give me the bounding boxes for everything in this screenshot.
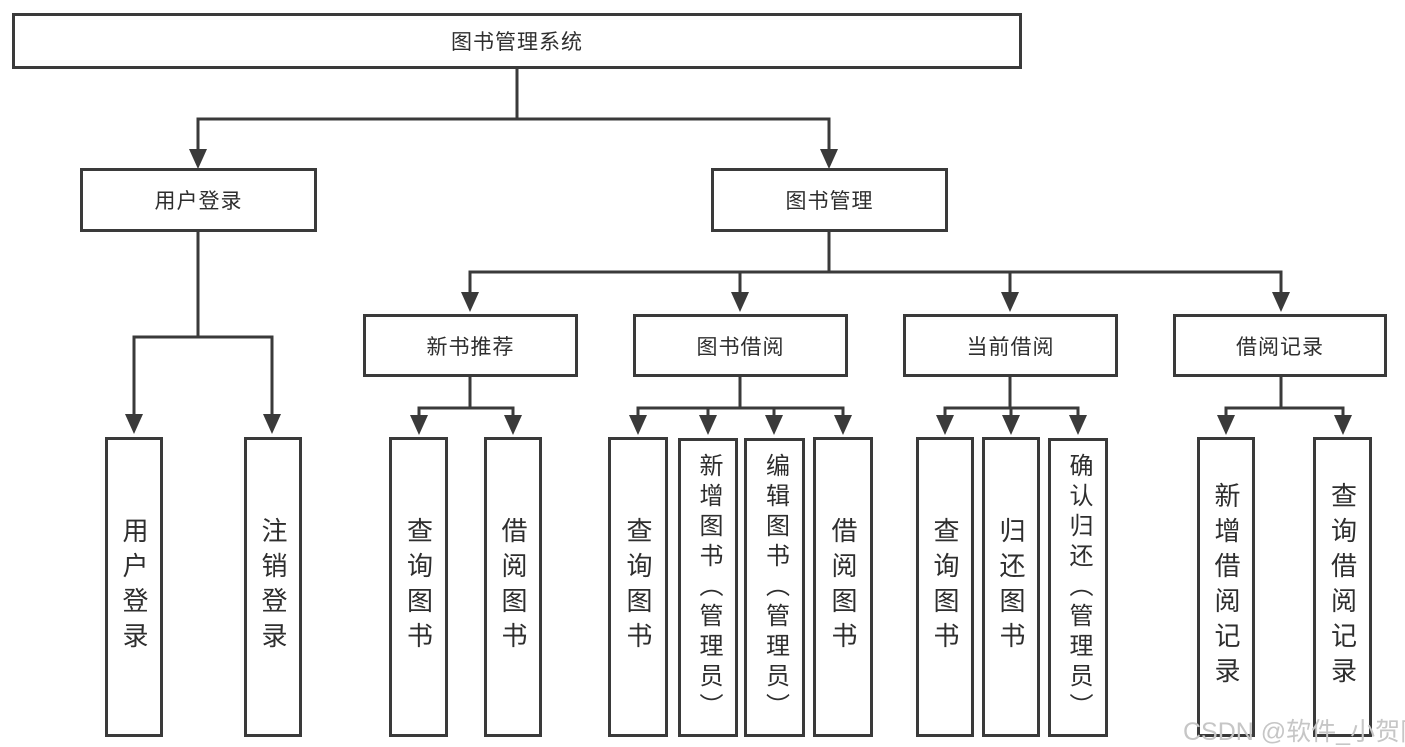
leaf-cb-query-book-label: 查询图书 bbox=[930, 517, 960, 657]
leaf-bb-edit-book-admin-label: 编辑图书（管理员） bbox=[761, 452, 789, 723]
leaf-user-login-label: 用户登录 bbox=[119, 517, 149, 657]
node-book-borrowing: 图书借阅 bbox=[633, 314, 848, 377]
node-book-management-label: 图书管理 bbox=[785, 190, 874, 213]
leaf-nbr-borrow-book: 借阅图书 bbox=[484, 437, 542, 737]
leaf-cb-confirm-return-admin: 确认归还（管理员） bbox=[1048, 438, 1108, 737]
leaf-logout: 注销登录 bbox=[244, 437, 302, 737]
node-root: 图书管理系统 bbox=[12, 13, 1022, 69]
connector-book-borrow bbox=[629, 375, 852, 435]
leaf-cb-return-book-label: 归还图书 bbox=[996, 517, 1026, 657]
leaf-nbr-query-book: 查询图书 bbox=[389, 437, 448, 737]
leaf-cb-confirm-return-admin-label: 确认归还（管理员） bbox=[1065, 452, 1092, 723]
node-new-book-recommendation: 新书推荐 bbox=[363, 314, 578, 377]
connector-book-mgmt bbox=[461, 230, 1290, 312]
node-book-borrowing-label: 图书借阅 bbox=[696, 335, 785, 359]
leaf-nbr-borrow-book-label: 借阅图书 bbox=[498, 517, 528, 657]
connector-current-borrow bbox=[936, 375, 1087, 435]
node-book-management: 图书管理 bbox=[711, 168, 948, 232]
node-borrowing-records: 借阅记录 bbox=[1173, 314, 1387, 377]
leaf-br-query-record-label: 查询借阅记录 bbox=[1327, 482, 1358, 692]
leaf-cb-query-book: 查询图书 bbox=[916, 437, 974, 737]
leaf-cb-return-book: 归还图书 bbox=[982, 437, 1040, 737]
node-current-borrowing: 当前借阅 bbox=[903, 314, 1118, 377]
node-borrowing-records-label: 借阅记录 bbox=[1236, 335, 1324, 359]
leaf-br-add-record-label: 新增借阅记录 bbox=[1211, 482, 1241, 692]
connector-user-login bbox=[125, 230, 281, 434]
leaf-bb-borrow-book-label: 借阅图书 bbox=[828, 517, 858, 657]
leaf-bb-query-book-label: 查询图书 bbox=[623, 517, 653, 657]
node-new-book-recommendation-label: 新书推荐 bbox=[426, 335, 515, 359]
node-root-label: 图书管理系统 bbox=[451, 31, 583, 54]
connector-new-book-rec bbox=[410, 375, 522, 435]
connector-borrow-record bbox=[1217, 375, 1352, 435]
leaf-nbr-query-book-label: 查询图书 bbox=[403, 517, 434, 657]
node-current-borrowing-label: 当前借阅 bbox=[966, 335, 1055, 359]
leaf-logout-label: 注销登录 bbox=[258, 517, 288, 657]
leaf-br-add-record: 新增借阅记录 bbox=[1197, 437, 1255, 737]
leaf-user-login: 用户登录 bbox=[105, 437, 163, 737]
csdn-watermark: CSDN @软件_小贺同学 bbox=[1183, 718, 1405, 746]
leaf-bb-borrow-book: 借阅图书 bbox=[813, 437, 873, 737]
connector-root bbox=[189, 67, 838, 169]
leaf-bb-edit-book-admin: 编辑图书（管理员） bbox=[744, 438, 805, 737]
leaf-br-query-record: 查询借阅记录 bbox=[1313, 437, 1372, 737]
node-user-login: 用户登录 bbox=[80, 168, 317, 232]
leaf-bb-query-book: 查询图书 bbox=[608, 437, 668, 737]
leaf-bb-add-book-admin-label: 新增图书（管理员） bbox=[695, 452, 722, 723]
node-user-login-label: 用户登录 bbox=[154, 190, 243, 213]
leaf-bb-add-book-admin: 新增图书（管理员） bbox=[678, 438, 738, 737]
